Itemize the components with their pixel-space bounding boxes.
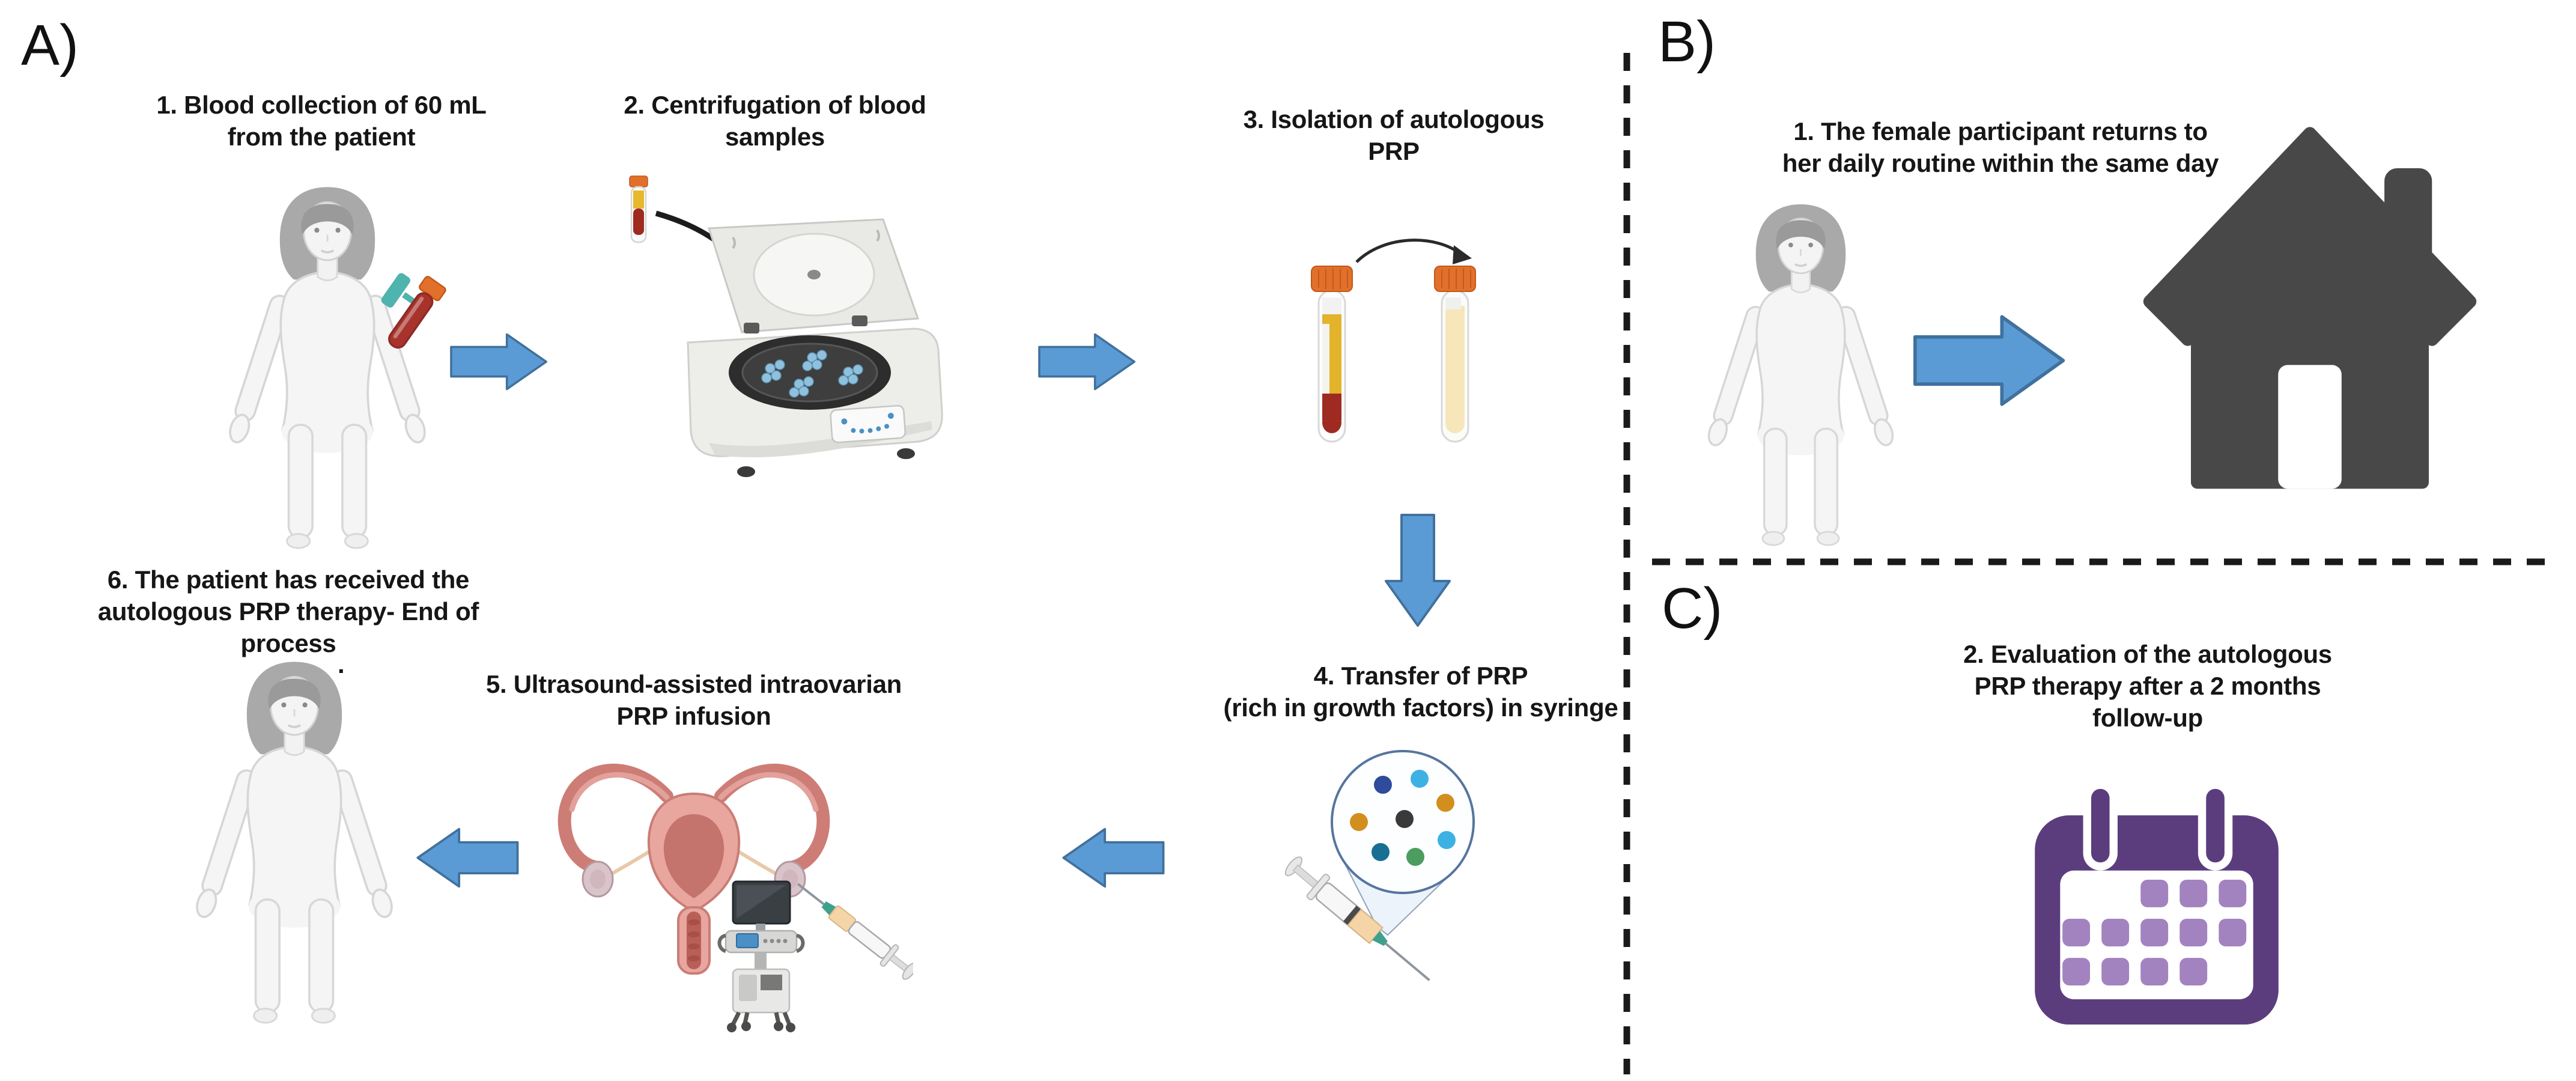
house-icon (2143, 127, 2477, 489)
panel-c-line3: follow-up (2092, 704, 2203, 732)
syringe-icon (797, 883, 913, 980)
step3-label: 3. Isolation of autologous PRP (1153, 103, 1634, 167)
panel-c-label: C) (1662, 576, 1723, 641)
step3-line1: 3. Isolation of autologous (1243, 105, 1545, 133)
panel-c-line2: PRP therapy after a 2 months (1974, 672, 2321, 700)
growth-factors-syringe-icon (1284, 750, 1475, 981)
uterus-icon (557, 764, 830, 975)
step1-label: 1. Blood collection of 60 mL from the pa… (81, 89, 562, 153)
step2-line1: 2. Centrifugation of blood (624, 91, 926, 119)
step4-line1: 4. Transfer of PRP (1313, 662, 1528, 690)
step6-stray-mark: . (338, 650, 345, 678)
step6-line2: autologous PRP therapy- End of (97, 597, 479, 626)
step5-label: 5. Ultrasound-assisted intraovarian PRP … (409, 668, 979, 732)
step3-line2: PRP (1368, 137, 1420, 165)
step5-line1: 5. Ultrasound-assisted intraovarian (485, 670, 902, 698)
growth-factor-dots (1350, 770, 1456, 866)
centrifuge-icon (629, 175, 943, 477)
step2-line2: samples (724, 123, 825, 151)
blood-collection-tube-icon (381, 273, 446, 349)
step1-line1: 1. Blood collection of 60 mL (156, 91, 487, 119)
calendar-icon (2035, 781, 2279, 1025)
step4-line2: (rich in growth factors) in syringe (1223, 693, 1618, 722)
arrow-right-icon (1913, 312, 2067, 409)
panel-b-label: B) (1658, 10, 1716, 74)
step4-label: 4. Transfer of PRP (rich in growth facto… (1135, 660, 1706, 723)
ultrasound-machine-icon (717, 880, 805, 1032)
vertical-dashed-divider (1623, 53, 1630, 1074)
panel-b-line2: her daily routine within the same day (1782, 149, 2219, 177)
panel-b-step1-label: 1. The female participant returns to her… (1730, 115, 2271, 179)
patient-figure-icon (1704, 203, 1898, 546)
panel-b-line1: 1. The female participant returns to (1793, 117, 2208, 145)
step6-label: 6. The patient has received the autologo… (48, 564, 529, 659)
syringe-icon (1284, 856, 1430, 981)
step1-line2: from the patient (227, 123, 416, 151)
panel-c-step2-label: 2. Evaluation of the autologous PRP ther… (1877, 638, 2418, 734)
step6-line3: process (240, 629, 336, 657)
patient-figure-icon (192, 660, 397, 1024)
arrow-left-icon (416, 827, 519, 888)
arrow-right-icon (1038, 333, 1136, 391)
step5-line2: PRP infusion (616, 702, 771, 730)
calendar-rings (2083, 781, 2233, 871)
step6-line1: 6. The patient has received the (107, 565, 470, 594)
arrow-right-icon (450, 333, 548, 391)
horizontal-dashed-divider (1652, 558, 2556, 565)
panel-a-label: A) (21, 13, 79, 78)
step2-label: 2. Centrifugation of blood samples (535, 89, 1015, 153)
intraovarian-infusion-icon (557, 764, 913, 1032)
calendar-day-squares (2062, 880, 2247, 985)
arrow-down-icon (1385, 514, 1451, 627)
separated-blood-tubes-icon (1311, 239, 1476, 443)
panel-c-line1: 2. Evaluation of the autologous (1963, 640, 2332, 668)
arrow-left-icon (1062, 827, 1165, 888)
